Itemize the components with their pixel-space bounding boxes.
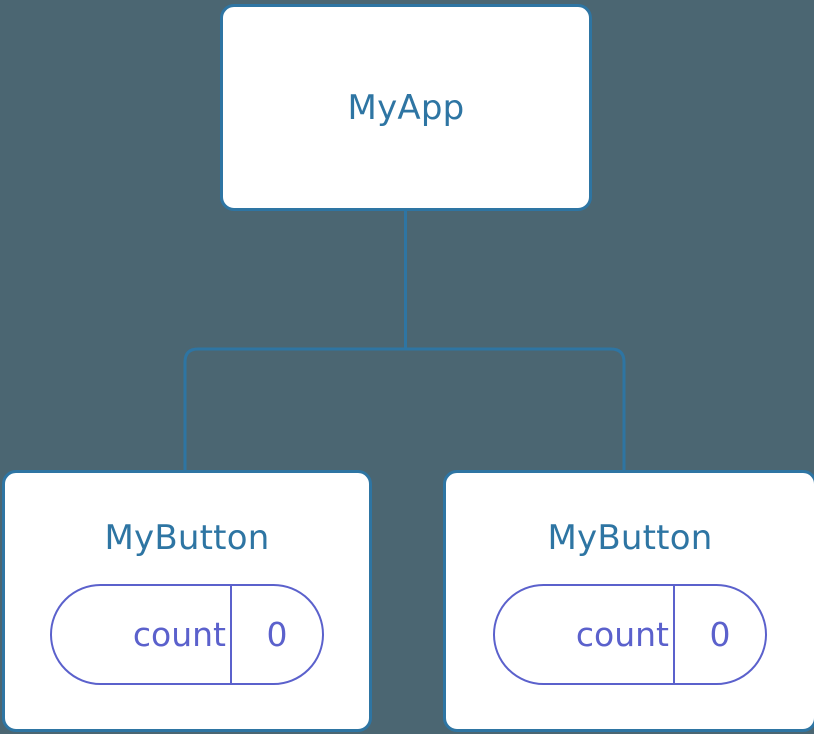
state-pill[interactable]: count 0 [493,584,767,685]
state-value: 0 [709,615,731,654]
state-key: count [132,615,226,654]
state-divider [673,586,675,683]
component-node-myapp[interactable]: MyApp [220,4,592,211]
connector-branch-left [183,347,406,470]
state-pill[interactable]: count 0 [50,584,324,685]
state-divider [230,586,232,683]
component-node-title: MyButton [104,518,270,558]
component-node-title: MyApp [347,87,465,128]
component-node-mybutton-1[interactable]: MyButton count 0 [443,470,814,732]
state-key: count [575,615,669,654]
component-node-mybutton-0[interactable]: MyButton count 0 [2,470,372,732]
state-value: 0 [266,615,288,654]
connector-branch-right [405,347,626,470]
component-node-title: MyButton [547,518,713,558]
